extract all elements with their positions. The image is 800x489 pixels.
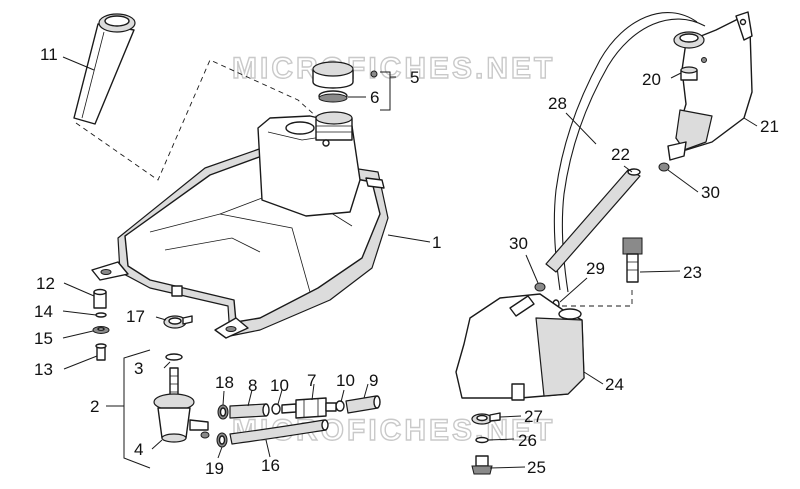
label-part-30-upper: 30 [701, 183, 720, 202]
seal-ring [318, 90, 348, 103]
fuel-hose-outlet [345, 395, 381, 414]
mount-screw [95, 343, 107, 361]
label-part-1: 1 [432, 233, 441, 252]
fuel-cap [312, 61, 378, 89]
label-part-10-right: 10 [336, 371, 355, 390]
label-part-3: 3 [134, 359, 143, 378]
label-part-25: 25 [527, 458, 546, 477]
label-part-2: 2 [90, 397, 99, 416]
label-part-23: 23 [683, 263, 702, 282]
leader-lines [62, 56, 758, 469]
label-part-12: 12 [36, 274, 55, 293]
label-part-16: 16 [261, 456, 280, 475]
label-part-9: 9 [369, 371, 378, 390]
fuel-tank [91, 115, 389, 339]
label-part-10-left: 10 [270, 376, 289, 395]
watermark-top: MICROFICHES.NET [232, 52, 555, 85]
label-part-18: 18 [215, 373, 234, 392]
label-part-15: 15 [34, 329, 53, 348]
hose-clip-right [335, 400, 345, 412]
label-part-14: 14 [34, 302, 53, 321]
filler-tube-link-line [75, 59, 319, 181]
label-part-17: 17 [126, 307, 145, 326]
filler-neck-ring [315, 111, 353, 147]
label-part-19: 19 [205, 459, 224, 478]
reservoir-hose-clamp [658, 162, 670, 172]
hose-clamp-upper [217, 404, 229, 420]
cap-group-bracket [380, 71, 391, 111]
tank-hose-clamp [534, 282, 546, 292]
hose-clamp-lower [216, 432, 228, 448]
fuel-valve-group-bracket [123, 349, 151, 469]
label-part-20: 20 [642, 70, 661, 89]
fuel-valve [153, 367, 209, 443]
filler-tube [73, 13, 136, 125]
oil-level-sensor [622, 237, 643, 283]
label-part-27: 27 [524, 407, 543, 426]
label-part-8: 8 [248, 376, 257, 395]
oil-reservoir [455, 293, 585, 401]
small-washer [95, 312, 107, 318]
label-part-7: 7 [307, 371, 316, 390]
vent-hose-long [229, 419, 329, 445]
label-part-4: 4 [134, 440, 143, 459]
label-part-22: 22 [611, 145, 630, 164]
label-part-26: 26 [518, 431, 537, 450]
label-part-29: 29 [586, 259, 605, 278]
label-part-13: 13 [34, 360, 53, 379]
label-part-5: 5 [410, 68, 419, 87]
breather-hose [553, 12, 698, 291]
label-part-24: 24 [605, 375, 624, 394]
fuel-hose-short [229, 403, 270, 419]
label-part-28: 28 [548, 94, 567, 113]
label-part-11: 11 [40, 45, 58, 64]
valve-clip [200, 431, 210, 439]
drain-clamp [471, 412, 501, 425]
drain-washer [475, 436, 489, 444]
reservoir-cap [673, 31, 707, 81]
hose-clip-left [271, 403, 281, 415]
label-part-6: 6 [370, 88, 379, 107]
hose-clamp-tank [163, 315, 193, 329]
label-part-21: 21 [760, 117, 779, 136]
coolant-reservoir [667, 11, 753, 161]
fuel-filter [281, 397, 337, 419]
spacer-washer [92, 326, 110, 334]
label-part-30-lower: 30 [509, 234, 528, 253]
rubber-mount [93, 288, 107, 309]
coolant-hose [545, 168, 641, 273]
part-number-labels: 11 1 2 3 4 5 6 7 8 9 10 10 12 13 14 15 1… [34, 45, 779, 478]
valve-washer [165, 353, 183, 361]
drain-plug [471, 455, 493, 475]
